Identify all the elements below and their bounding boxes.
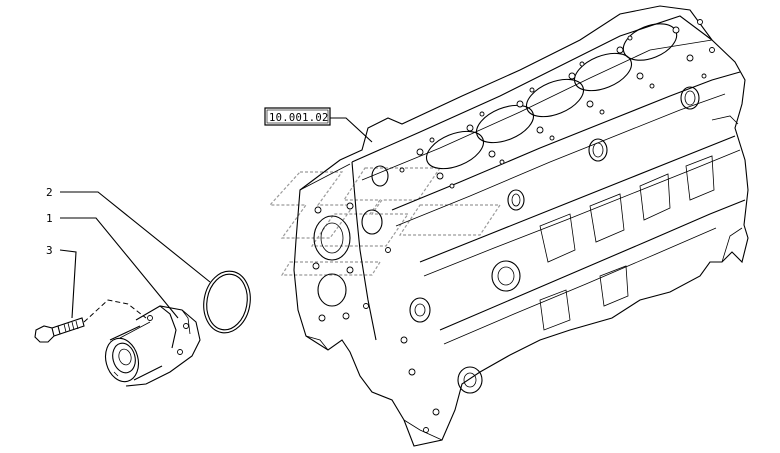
assembly-path (83, 299, 147, 323)
reference-box[interactable]: 10.001.02 (264, 107, 331, 126)
engine-block (293, 5, 749, 447)
callout-label-2: 2 (46, 186, 53, 199)
leader-line-2 (60, 191, 211, 283)
leader-line-ref (330, 117, 373, 143)
watermark-logo (268, 167, 502, 276)
callout-label-1: 1 (46, 212, 53, 225)
side-bosses (409, 86, 700, 394)
gasket-ring (203, 270, 251, 334)
leader-line-3 (59, 249, 77, 319)
deck-holes (399, 19, 715, 189)
water-pump (104, 305, 201, 387)
callout-label-3: 3 (46, 244, 53, 257)
reference-code: 10.001.02 (269, 112, 329, 124)
leader-line-1 (60, 217, 179, 319)
bolt (34, 317, 85, 343)
